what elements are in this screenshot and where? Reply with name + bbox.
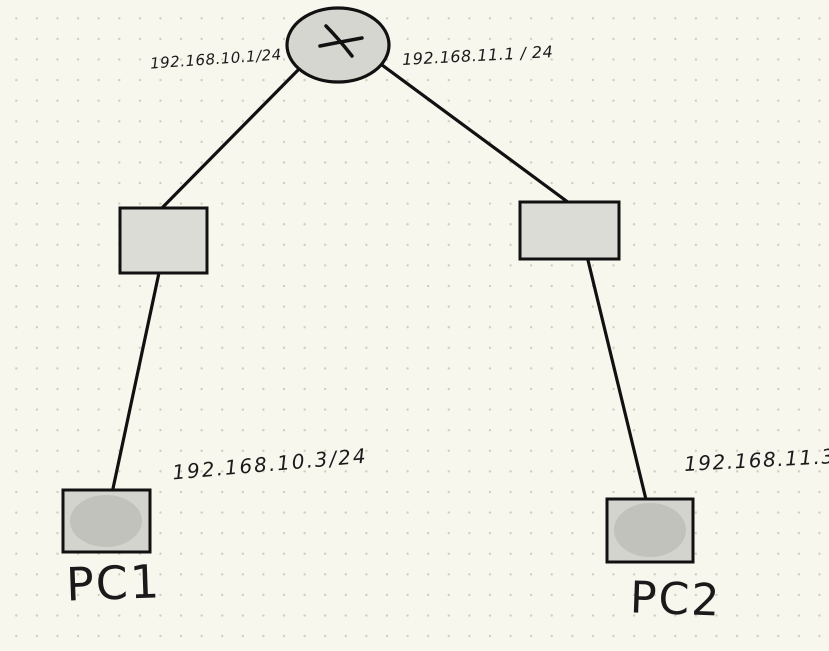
pc-1 [61,488,152,554]
link-switch1-pc1 [106,266,162,514]
pc-2 [605,497,695,564]
router-node [285,6,391,84]
switch-2 [518,200,621,261]
router-x-icon [318,24,364,58]
switch-1 [118,206,209,275]
link-router-switch2 [376,60,586,216]
link-switch2-pc2 [584,250,652,518]
pc2-label: PC2 [629,572,723,627]
link-router-switch1 [154,62,306,216]
pc1-label: PC1 [65,554,163,612]
